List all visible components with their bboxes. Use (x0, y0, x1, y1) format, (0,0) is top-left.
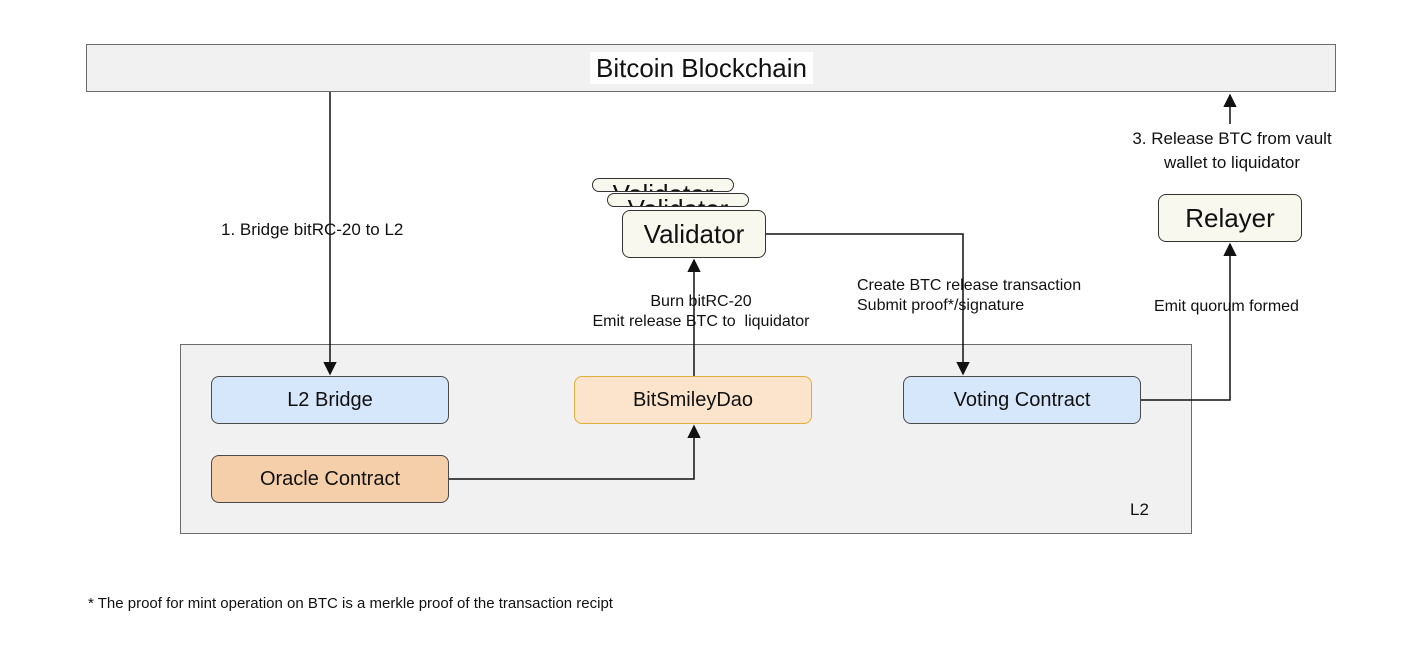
edge-label-release-line1: 3. Release BTC from vault (1132, 129, 1332, 148)
edge-label-create-line1: Create BTC release transaction (857, 277, 1082, 294)
edge-label-burn: Burn bitRC-20 Emit release BTC to liquid… (566, 292, 836, 332)
relayer-node[interactable]: Relayer (1158, 194, 1302, 242)
bitsmileydao-node[interactable]: BitSmileyDao (574, 376, 812, 424)
edge-label-release-line2: wallet to liquidator (1163, 153, 1301, 172)
oracle-contract-node[interactable]: Oracle Contract (211, 455, 449, 503)
l2-region (180, 344, 1192, 534)
edge-label-burn-line1: Burn bitRC-20 (650, 293, 752, 310)
edge-label-create: Create BTC release transaction Submit pr… (857, 276, 1081, 316)
validator-node[interactable]: Validator (622, 210, 766, 258)
voting-contract-node[interactable]: Voting Contract (903, 376, 1141, 424)
edge-label-bridge: 1. Bridge bitRC-20 to L2 (221, 220, 404, 239)
edge-label-quorum: Emit quorum formed (1154, 298, 1299, 315)
edge-label-release: 3. Release BTC from vault wallet to liqu… (1112, 127, 1352, 175)
edge-label-create-line2: Submit proof*/signature (857, 297, 1025, 314)
edge-label-burn-line2: Emit release BTC to liquidator (592, 313, 810, 330)
validator-stack-back: Validator (592, 178, 734, 192)
bitcoin-blockchain-title: Bitcoin Blockchain (590, 52, 813, 84)
l2-region-label: L2 (1130, 500, 1149, 519)
footnote: * The proof for mint operation on BTC is… (88, 595, 613, 612)
l2-bridge-node[interactable]: L2 Bridge (211, 376, 449, 424)
validator-stack-middle: Validator (607, 193, 749, 207)
